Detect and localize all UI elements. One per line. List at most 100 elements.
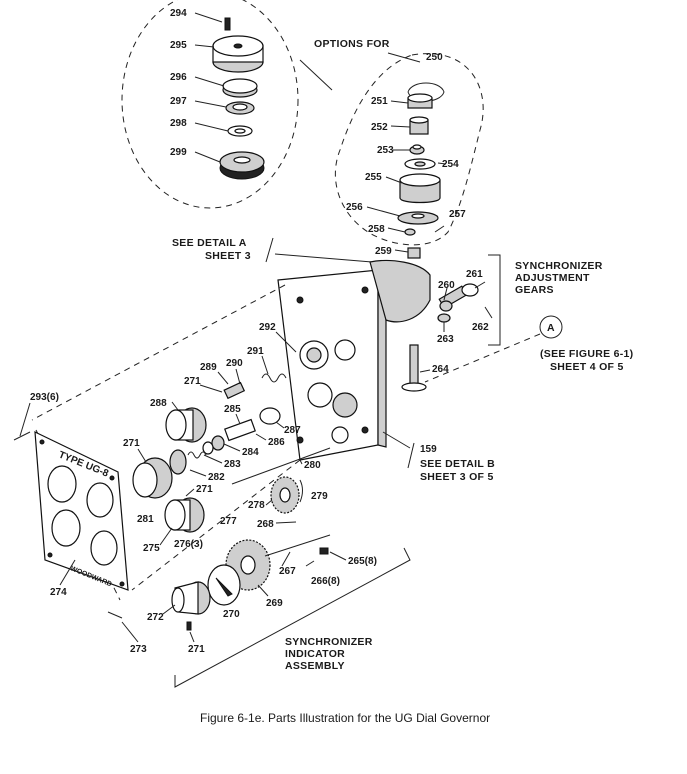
part-label-292: 292	[259, 322, 276, 333]
part-label-270: 270	[223, 609, 240, 620]
part-271-pin	[186, 621, 192, 631]
part-label-269: 269	[266, 598, 283, 609]
part-299	[219, 151, 265, 180]
see-detail-b-line1: SEE DETAIL B	[420, 458, 495, 470]
part-label-284: 284	[242, 447, 259, 458]
part-270-dial	[207, 564, 241, 606]
part-266	[305, 560, 315, 567]
part-267-shaft	[264, 534, 331, 557]
part-label-276: 276(3)	[174, 539, 203, 550]
part-257	[434, 225, 445, 233]
part-label-287: 287	[284, 425, 301, 436]
part-291	[261, 373, 287, 383]
part-label-260: 260	[438, 280, 455, 291]
part-label-258: 258	[368, 224, 385, 235]
part-label-272: 272	[147, 612, 164, 623]
callout-a-letter: A	[547, 322, 555, 334]
sync-ind-line2: INDICATOR	[285, 648, 345, 660]
part-label-271c: 271	[196, 484, 213, 495]
part-271-disk	[169, 449, 187, 475]
part-258	[404, 228, 416, 236]
part-272-knob	[171, 581, 211, 615]
part-label-281: 281	[137, 514, 154, 525]
see-detail-b-line2: SHEET 3 OF 5	[420, 471, 494, 483]
part-label-273: 273	[130, 644, 147, 655]
sync-adjustment-bracket	[488, 254, 501, 346]
options-circle-left	[121, 0, 299, 209]
part-label-280: 280	[304, 460, 321, 471]
part-label-261: 261	[466, 269, 483, 280]
part-label-268: 268	[257, 519, 274, 530]
part-label-274: 274	[50, 587, 67, 598]
figure-caption: Figure 6-1e. Parts Illustration for the …	[200, 711, 490, 725]
part-295	[212, 35, 264, 73]
part-283	[187, 451, 207, 459]
part-label-275: 275	[143, 543, 160, 554]
sync-ind-line3: ASSEMBLY	[285, 660, 345, 672]
part-label-262: 262	[472, 322, 489, 333]
part-label-265: 265(8)	[348, 556, 377, 567]
part-label-266: 266(8)	[311, 576, 340, 587]
part-label-285: 285	[224, 404, 241, 415]
part-287	[259, 407, 281, 425]
part-276-knob	[164, 497, 205, 533]
part-label-277: 277	[220, 516, 237, 527]
part-253	[409, 144, 425, 155]
part-294	[224, 17, 231, 31]
part-label-257: 257	[449, 209, 466, 220]
part-259	[407, 247, 421, 259]
part-285	[224, 418, 256, 442]
see-detail-a-line2: SHEET 3	[205, 250, 251, 262]
part-298	[227, 125, 253, 137]
options-outline-right	[334, 53, 484, 246]
see-detail-a-line1: SEE DETAIL A	[172, 237, 247, 249]
part-label-264: 264	[432, 364, 449, 375]
part-label-289: 289	[200, 362, 217, 373]
part-260-261	[438, 283, 479, 312]
part-288	[165, 407, 207, 443]
part-label-271a: 271	[184, 376, 201, 387]
part-label-159: 159	[420, 444, 437, 455]
part-label-288: 288	[150, 398, 167, 409]
sync-adj-line1: SYNCHRONIZER	[515, 260, 603, 272]
part-label-267: 267	[279, 566, 296, 577]
part-label-250: 250	[426, 52, 443, 63]
part-label-286: 286	[268, 437, 285, 448]
part-265	[319, 547, 329, 555]
part-297	[225, 101, 255, 115]
part-271-knob	[132, 457, 173, 499]
part-label-255: 255	[365, 172, 382, 183]
part-256	[397, 211, 439, 225]
part-label-253: 253	[377, 145, 394, 156]
part-284	[202, 435, 225, 455]
callout-a-circle	[539, 315, 563, 339]
sync-adj-line2: ADJUSTMENT	[515, 272, 590, 284]
part-279	[299, 479, 303, 503]
part-label-291: 291	[247, 346, 264, 357]
part-264	[401, 344, 427, 392]
options-for-label: OPTIONS FOR	[314, 38, 390, 50]
part-label-251: 251	[371, 96, 388, 107]
part-278	[270, 476, 300, 514]
part-label-259: 259	[375, 246, 392, 257]
part-254	[404, 158, 436, 170]
part-293	[13, 431, 31, 441]
part-label-263: 263	[437, 334, 454, 345]
part-255	[399, 173, 441, 204]
part-label-254: 254	[442, 159, 459, 170]
see-fig-line1: (SEE FIGURE 6-1)	[540, 348, 633, 360]
part-252	[409, 116, 429, 135]
sync-adj-line3: GEARS	[515, 284, 554, 296]
governor-housing	[277, 259, 431, 461]
part-273	[107, 611, 123, 619]
part-263	[437, 313, 451, 323]
part-label-278: 278	[248, 500, 265, 511]
sync-ind-line1: SYNCHRONIZER	[285, 636, 373, 648]
part-251	[407, 93, 433, 109]
part-label-294: 294	[170, 8, 187, 19]
part-280-shaft	[231, 447, 331, 485]
part-label-296: 296	[170, 72, 187, 83]
part-label-282: 282	[208, 472, 225, 483]
part-label-293: 293(6)	[30, 392, 59, 403]
part-label-252: 252	[371, 122, 388, 133]
